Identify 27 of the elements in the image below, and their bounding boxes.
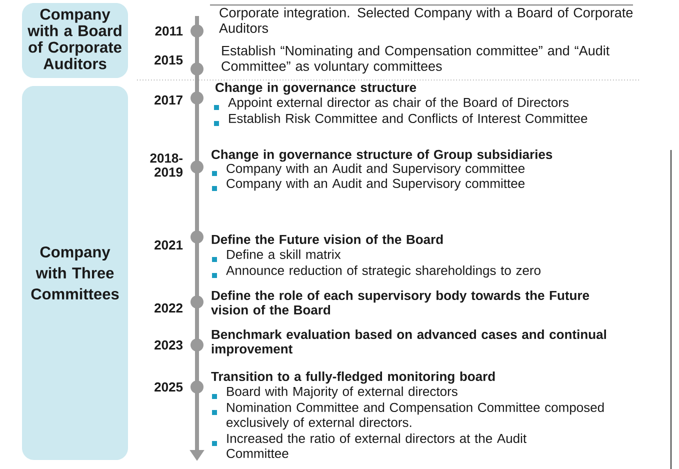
year-label: 2017	[154, 95, 182, 105]
bullet-point: Nomination Committee and Compensation Committee composed exclusively of external directors.	[212, 402, 604, 430]
milestone-text: Corporate integration. Selected Company with a Board of Corporate Auditors	[219, 8, 633, 33]
milestone-heading: Transition to a fully-fledged monitoring board	[211, 372, 495, 384]
milestone-heading: Define the role of each supervisory body towards the Future vision of the Board	[211, 290, 590, 315]
year-label: 2025	[154, 382, 183, 392]
milestone-heading: Define the Future vision of the Board	[212, 234, 443, 244]
year-label: 2011	[155, 26, 183, 36]
bullet-point: Company with an Audit and Supervisory committee	[212, 164, 524, 176]
bullet-point: Appoint external director as chair of the Board of Directors	[214, 98, 569, 110]
year-label: 2015	[154, 55, 183, 65]
stage-box: Company with a Board of Corporate Auditors	[22, 3, 128, 78]
year-label: 2022	[154, 303, 182, 313]
milestone-heading: Change in governance structure of Group subsidiaries	[212, 150, 552, 162]
milestone-text: Establish “Nominating and Compensation committee” and “Audit Committee” as voluntary committees	[222, 46, 610, 74]
milestone-heading: Benchmark evaluation based on advanced cases and continual improvement	[212, 330, 606, 356]
stage-box: Company with Three Committees	[22, 86, 128, 460]
year-label: 2021	[154, 240, 183, 250]
bullet-point: Establish Risk Committee and Conflicts of Interest Committee	[214, 114, 588, 126]
bullet-point: Define a skill matrix	[212, 250, 341, 262]
year-label: 2023	[154, 340, 183, 350]
bullet-point: Board with Majority of external directors	[212, 386, 458, 399]
bullet-point: Announce reduction of strategic shareholdings to zero	[212, 266, 540, 278]
bullet-point: Increased the ratio of external directors at the Audit Committee	[212, 434, 526, 458]
milestone-heading: Change in governance structure	[216, 82, 416, 95]
bullet-point: Company with an Audit and Supervisory committee	[212, 178, 524, 191]
year-label: 2018-2019	[150, 154, 182, 177]
